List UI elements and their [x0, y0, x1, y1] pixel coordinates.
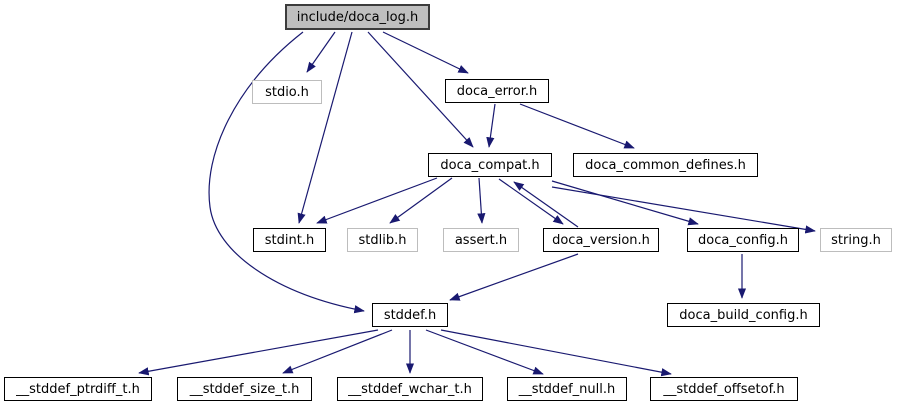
edge-doca_version-doca_compat — [513, 181, 579, 228]
node-doca-error-h[interactable]: doca_error.h — [445, 79, 549, 103]
edge-stddef-size_t — [282, 329, 393, 374]
node-stddef-null-h[interactable]: __stddef_null.h — [507, 377, 627, 401]
node-string-h: string.h — [820, 228, 892, 252]
node-include-doca-log-h: include/doca_log.h — [285, 4, 430, 30]
node-stddef-size-t-h[interactable]: __stddef_size_t.h — [177, 377, 312, 401]
node-doca-common-defines-h[interactable]: doca_common_defines.h — [573, 153, 758, 177]
edge-doca_log-doca_compat — [367, 31, 474, 148]
edge-doca_compat-string — [551, 186, 816, 234]
node-doca-config-h[interactable]: doca_config.h — [687, 228, 799, 252]
node-stdint-h[interactable]: stdint.h — [253, 228, 326, 252]
edge-doca_compat-doca_config — [551, 180, 699, 226]
edge-doca_log-stdint — [297, 31, 353, 224]
node-stddef-ptrdiff-t-h[interactable]: __stddef_ptrdiff_t.h — [4, 377, 152, 401]
node-doca-version-h[interactable]: doca_version.h — [543, 228, 659, 252]
node-doca-compat-h[interactable]: doca_compat.h — [428, 153, 552, 177]
edge-doca_error-doca_common_defines — [519, 103, 635, 149]
edge-doca_version-stddef — [449, 253, 579, 301]
node-doca-build-config-h[interactable]: doca_build_config.h — [667, 303, 820, 327]
edge-doca_log-stdio — [306, 31, 336, 73]
edge-doca_error-doca_compat — [486, 103, 496, 148]
edge-doca_log-doca_error — [382, 31, 469, 74]
node-stdio-h: stdio.h — [252, 80, 322, 104]
edge-doca_compat-doca_version — [498, 178, 564, 225]
node-stddef-wchar-t-h[interactable]: __stddef_wchar_t.h — [337, 377, 483, 401]
node-assert-h: assert.h — [443, 228, 519, 252]
edge-stddef-ptrdiff — [138, 329, 379, 376]
edge-stddef-offsetof — [440, 329, 672, 377]
edge-doca_compat-assert — [477, 177, 486, 224]
edge-doca_compat-stdint — [316, 177, 438, 224]
edge-stddef-null — [425, 329, 544, 375]
node-stddef-offsetof-h[interactable]: __stddef_offsetof.h — [650, 377, 798, 401]
edge-doca_log-stddef — [208, 31, 365, 314]
node-stdlib-h: stdlib.h — [347, 228, 418, 252]
edge-doca_compat-stdlib — [389, 177, 453, 224]
node-stddef-h[interactable]: stddef.h — [372, 303, 448, 327]
